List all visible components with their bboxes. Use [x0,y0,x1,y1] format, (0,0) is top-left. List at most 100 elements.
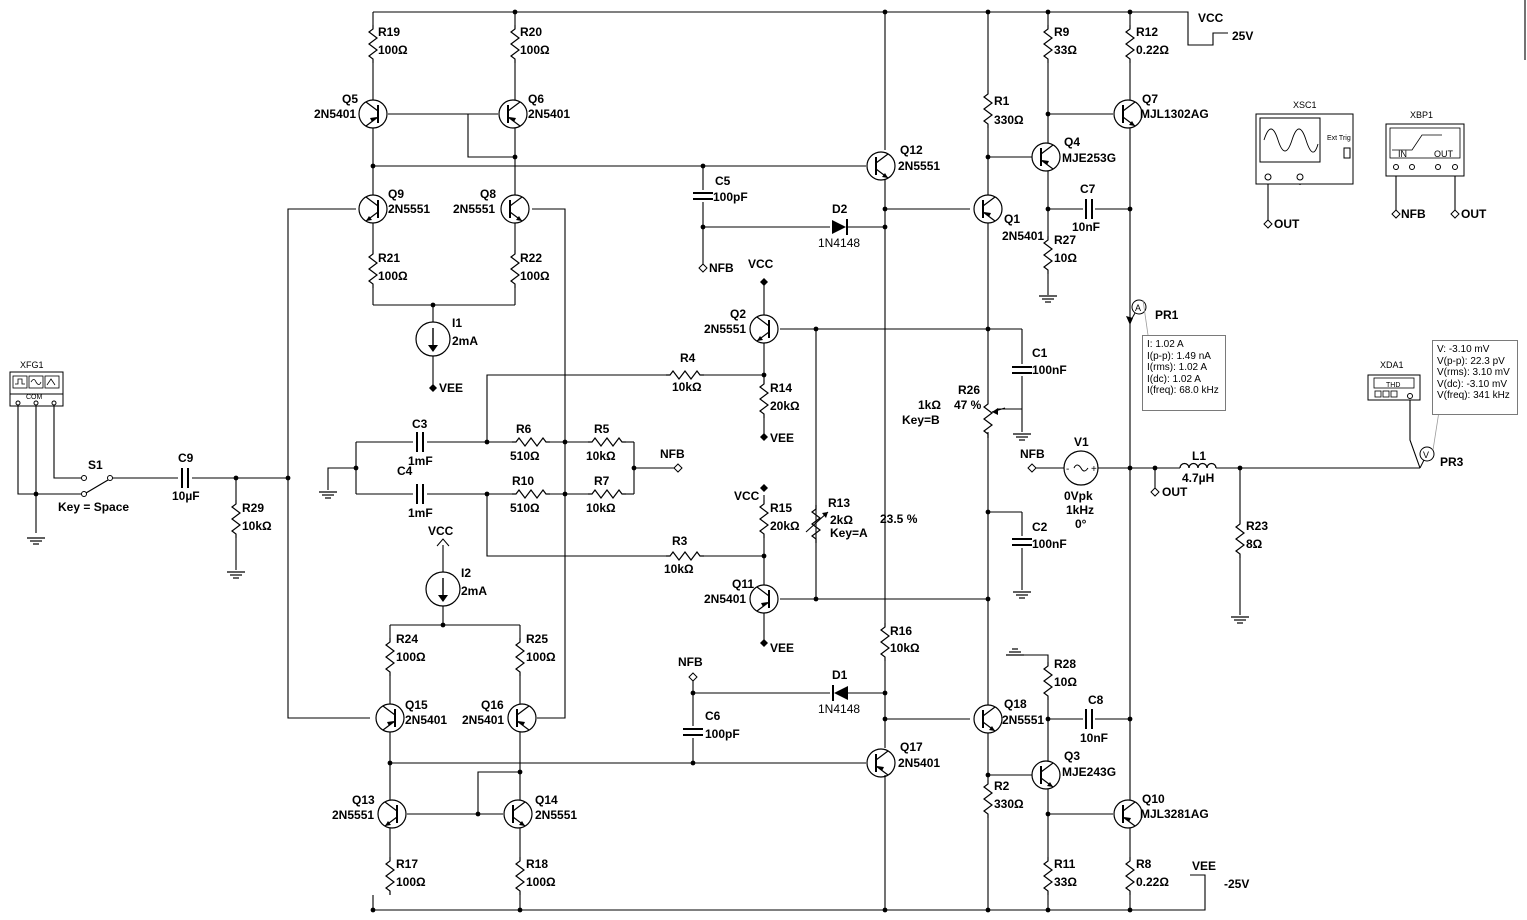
svg-text:2N5551: 2N5551 [388,202,430,216]
oscilloscope-xsc1[interactable] [1255,113,1354,185]
pot-r13[interactable] [805,504,829,544]
svg-text:100Ω: 100Ω [520,269,550,283]
svg-text:100pF: 100pF [705,727,740,741]
pr1-line: I(freq): 68.0 kHz [1147,385,1219,396]
svg-text:2N5401: 2N5401 [462,713,504,727]
svg-text:Key=A: Key=A [830,526,868,540]
svg-text:VCC: VCC [748,257,774,271]
svg-text:10kΩ: 10kΩ [672,380,702,394]
svg-text:100Ω: 100Ω [396,875,426,889]
pr3-line: V(freq): 341 kHz [1437,390,1510,401]
svg-text:510Ω: 510Ω [510,501,540,515]
svg-text:Q5: Q5 [342,92,358,106]
svg-text:VCC: VCC [734,489,760,503]
svg-text:10kΩ: 10kΩ [242,519,272,533]
svg-text:C8: C8 [1088,693,1104,707]
svg-text:C7: C7 [1080,182,1096,196]
svg-text:VCC: VCC [428,524,454,538]
svg-text:510Ω: 510Ω [510,449,540,463]
svg-text:20kΩ: 20kΩ [770,399,800,413]
svg-text:C2: C2 [1032,520,1048,534]
pr3-readout: V: -3.10 mV V(p-p): 22.3 pV V(rms): 3.10… [1432,340,1518,415]
svg-text:MJL3281AG: MJL3281AG [1140,807,1209,821]
svg-text:R20: R20 [520,25,542,39]
svg-text:R13: R13 [828,496,850,510]
svg-text:C6: C6 [705,709,721,723]
svg-text:VCC: VCC [1198,11,1224,25]
pr1-line: I(dc): 1.02 A [1147,373,1201,385]
svg-text:D2: D2 [832,202,848,216]
svg-text:R14: R14 [770,381,792,395]
pr3-line: V(dc): -3.10 mV [1437,378,1508,390]
diode-d1 [832,685,848,701]
pr3-line: V(p-p): 22.3 pV [1437,355,1505,367]
inductor-l1 [1179,462,1217,469]
function-generator-xfg1[interactable] [9,371,64,407]
svg-text:Q2: Q2 [730,307,746,321]
svg-text:-: - [1066,464,1069,475]
terminals [429,209,1460,682]
voltage-probe-pr3[interactable]: V [1419,446,1435,469]
svg-text:100Ω: 100Ω [378,43,408,57]
pot-r26[interactable] [983,399,1006,439]
svg-text:OUT: OUT [1461,207,1487,221]
svg-text:R19: R19 [378,25,400,39]
svg-text:1mF: 1mF [408,506,433,520]
svg-text:33Ω: 33Ω [1054,43,1077,57]
bode-plotter-xbp1[interactable] [1385,123,1465,177]
svg-text:10Ω: 10Ω [1054,251,1077,265]
svg-text:23.5 %: 23.5 % [880,512,918,526]
svg-text:VEE: VEE [770,431,794,445]
svg-text:100Ω: 100Ω [396,650,426,664]
svg-text:R5: R5 [594,422,610,436]
svg-text:C4: C4 [397,464,413,478]
current-probe-pr1[interactable]: A [1126,299,1147,325]
svg-text:2mA: 2mA [452,334,478,348]
svg-text:2N5401: 2N5401 [405,713,447,727]
svg-text:R8: R8 [1136,857,1152,871]
svg-text:R29: R29 [242,501,264,515]
svg-text:XBP1: XBP1 [1410,110,1433,120]
svg-text:OUT: OUT [1162,485,1188,499]
svg-text:R11: R11 [1054,857,1076,871]
distortion-analyzer-xda1[interactable] [1367,374,1421,401]
svg-text:10Ω: 10Ω [1054,675,1077,689]
svg-text:PR3: PR3 [1440,455,1464,469]
svg-text:330Ω: 330Ω [994,797,1024,811]
svg-text:C1: C1 [1032,346,1048,360]
svg-text:XFG1: XFG1 [20,360,44,370]
svg-text:R25: R25 [526,632,548,646]
svg-text:R7: R7 [594,474,610,488]
svg-text:2N5551: 2N5551 [332,808,374,822]
pr1-line: I: 1.02 A [1147,339,1184,350]
svg-text:20kΩ: 20kΩ [770,519,800,533]
svg-text:100Ω: 100Ω [520,43,550,57]
svg-text:V1: V1 [1074,435,1089,449]
svg-text:2N5551: 2N5551 [453,202,495,216]
svg-text:100Ω: 100Ω [526,650,556,664]
svg-text:Q11: Q11 [732,577,754,591]
svg-text:0.22Ω: 0.22Ω [1136,875,1169,889]
svg-text:Q18: Q18 [1004,697,1027,711]
svg-text:R4: R4 [680,351,696,365]
current-source-i2 [425,571,461,607]
pr1-line: I(p-p): 1.49 nA [1147,350,1211,362]
svg-text:2N5551: 2N5551 [704,322,746,336]
svg-text:C5: C5 [715,174,731,188]
svg-text:MJL1302AG: MJL1302AG [1140,107,1209,121]
svg-text:L1: L1 [1192,449,1206,463]
svg-text:IN: IN [1398,149,1407,159]
switch-s1[interactable] [81,475,113,497]
svg-text:10µF: 10µF [172,489,200,503]
resistor-symbols [231,24,1245,896]
svg-text:MJE253G: MJE253G [1062,151,1116,165]
capacitor-symbols [181,192,1093,736]
svg-text:10kΩ: 10kΩ [586,501,616,515]
svg-text:1N4148: 1N4148 [818,702,860,716]
svg-text:-25V: -25V [1224,877,1249,891]
pr1-line: I(rms): 1.02 A [1147,362,1208,373]
svg-text:100nF: 100nF [1032,537,1067,551]
svg-text:NFB: NFB [678,655,703,669]
svg-text:100nF: 100nF [1032,363,1067,377]
svg-text:Q12: Q12 [900,143,923,157]
